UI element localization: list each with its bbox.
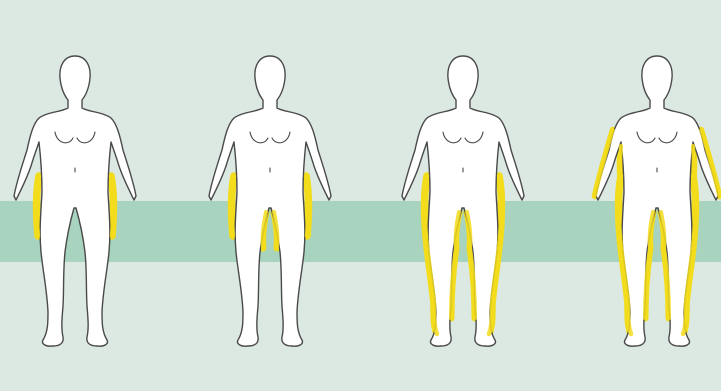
fat-outer-thighs-inner-0 — [37, 176, 39, 236]
fat-outer-thighs-inner-1 — [306, 176, 308, 236]
fat-outer-thighs-inner-1 — [111, 176, 113, 236]
fat-outer-thighs-inner-1 — [693, 176, 695, 236]
fat-outer-thighs-inner-1 — [499, 176, 501, 236]
fat-outer-thighs-inner-0 — [232, 176, 234, 236]
fat-outer-thighs-inner-0 — [425, 176, 427, 236]
fat-outer-thighs-inner-0 — [619, 176, 621, 236]
